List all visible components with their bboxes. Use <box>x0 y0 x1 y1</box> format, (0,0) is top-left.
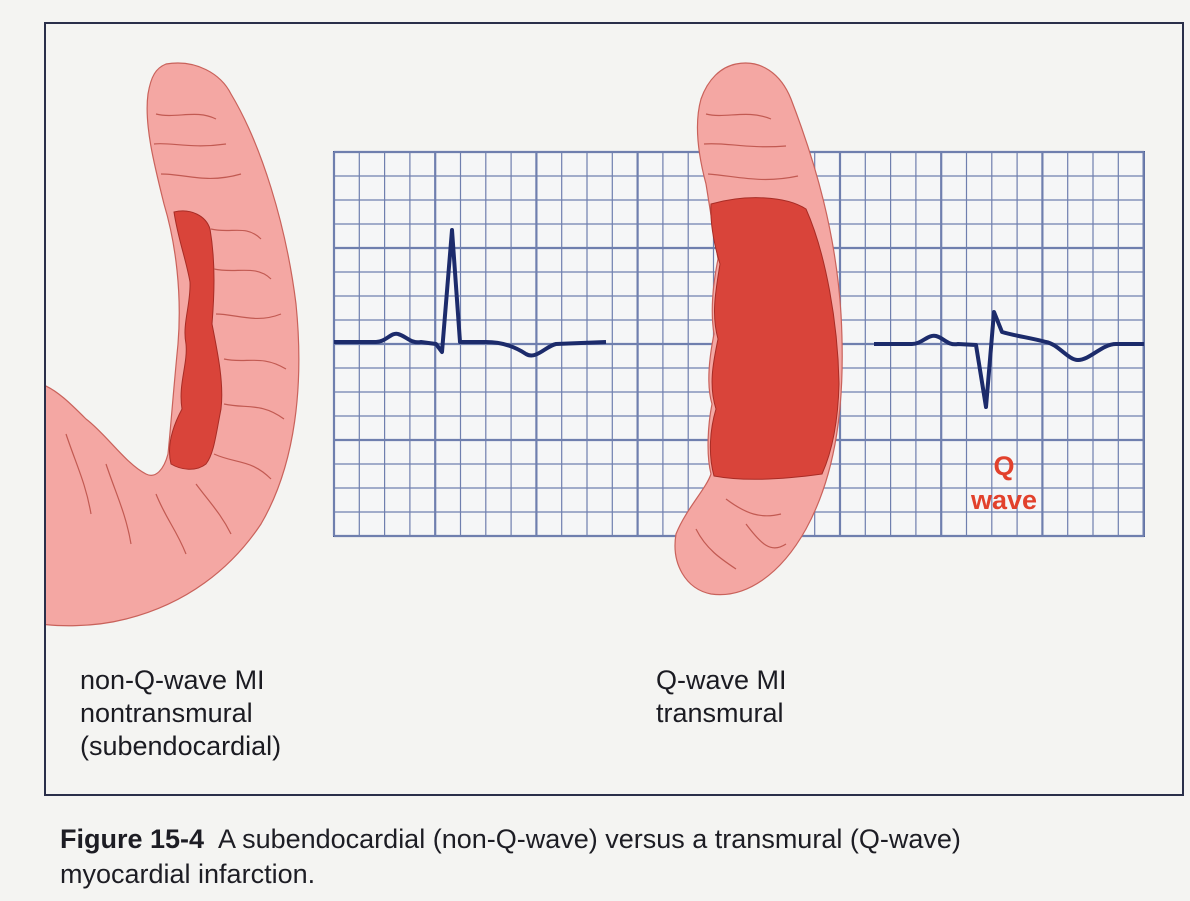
figure-number: Figure 15-4 <box>60 824 204 854</box>
left-panel-label: non-Q-wave MI nontransmural (subendocard… <box>80 664 281 763</box>
left-label-line-1: non-Q-wave MI <box>80 664 281 697</box>
caption-line-1: Figure 15-4 A subendocardial (non-Q-wave)… <box>60 822 1188 857</box>
left-heart-wall <box>46 63 299 626</box>
q-wave-annotation-line2: wave <box>964 483 1044 517</box>
right-label-line-1: Q-wave MI <box>656 664 787 697</box>
right-panel-label: Q-wave MI transmural <box>656 664 787 730</box>
caption-text-line-1: A subendocardial (non-Q-wave) versus a t… <box>218 824 961 854</box>
right-label-line-2: transmural <box>656 697 787 730</box>
left-label-line-3: (subendocardial) <box>80 730 281 763</box>
left-label-line-2: nontransmural <box>80 697 281 730</box>
q-wave-annotation-line1: Q <box>964 449 1044 483</box>
figure-frame: Q wave non-Q-wave MI nontransmural (sube… <box>44 22 1184 796</box>
figure-caption: Figure 15-4 A subendocardial (non-Q-wave)… <box>60 822 1188 892</box>
caption-text-line-2: myocardial infarction. <box>60 857 1188 892</box>
q-wave-annotation: Q wave <box>964 449 1044 517</box>
healthy-tissue-left <box>46 63 299 626</box>
